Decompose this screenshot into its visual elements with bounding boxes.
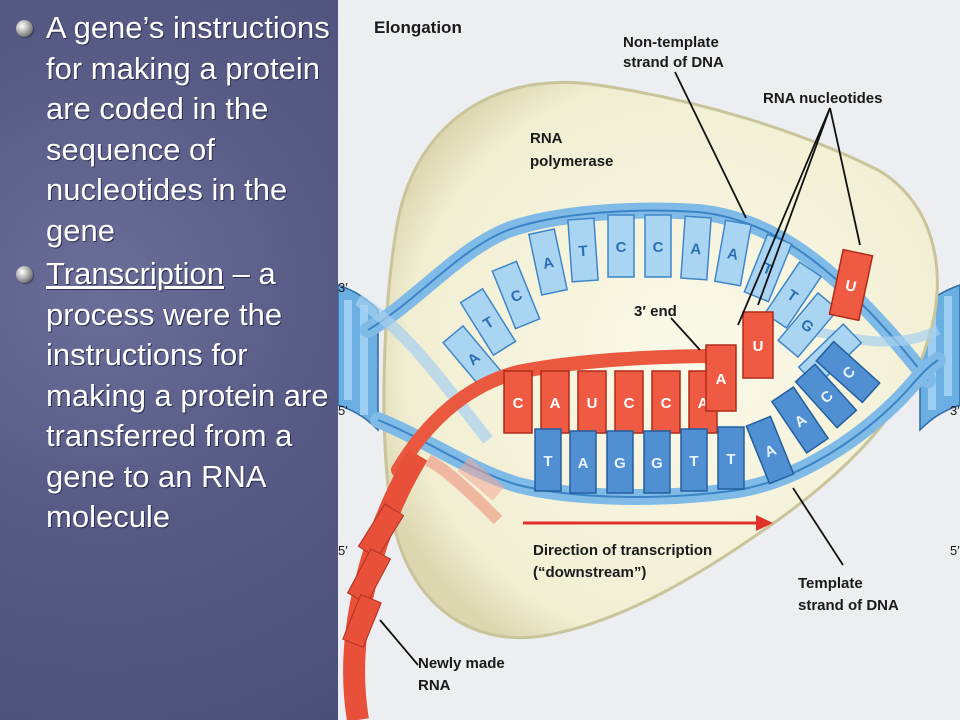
slide-text-panel: A gene’s instructions for making a prote… [0, 0, 338, 720]
rna-base-tile: C [614, 370, 644, 434]
dna-base-tile: C [491, 260, 541, 330]
bullet-text: A gene’s instructions for making a prote… [46, 10, 330, 248]
non-template-backbone-outline [367, 209, 929, 381]
end-label-5-right: 5′ [950, 543, 960, 558]
base-letter: A [541, 254, 555, 273]
base-letter: G [651, 455, 663, 472]
template-base-tile: G [606, 430, 634, 494]
direction-label: Direction of transcription [533, 542, 712, 559]
template-base-tile: G [643, 430, 671, 494]
non-template-bases: ATCATCCAATTGG [442, 214, 863, 392]
base-letter: U [587, 395, 598, 412]
base-letter: A [698, 395, 709, 412]
template-base-tile: C [815, 340, 881, 404]
base-letter: C [653, 239, 664, 256]
base-letter: U [753, 338, 764, 355]
template-base-tile: A [745, 415, 795, 485]
end-label-3-left: 3′ [338, 280, 348, 295]
newly-made-rna-label: Newly made [418, 655, 505, 672]
template-base-tile: A [569, 430, 597, 494]
free-rna-nucleotide: U [742, 311, 774, 379]
base-letter: C [661, 395, 672, 412]
faded-rna-strand [425, 454, 505, 525]
diagram-title: Elongation [374, 18, 462, 37]
base-letter: A [550, 395, 561, 412]
template-base-tile: A [770, 385, 830, 455]
base-letter: G [614, 455, 626, 472]
bullet-text: – a process were the instructions for ma… [46, 256, 329, 534]
base-letter: C [616, 239, 627, 256]
template-label: Template [798, 575, 863, 592]
rna-nucleotides-label: RNA nucleotides [763, 90, 882, 107]
dna-base-tile: G [777, 291, 839, 359]
base-letter: A [716, 371, 727, 388]
dna-crossing-strand [354, 294, 493, 444]
rna-tail-bases [342, 503, 405, 649]
base-letter: C [513, 395, 524, 412]
dna-base-tile: A [713, 219, 753, 287]
rna-base-tile: A [540, 370, 570, 434]
free-rna-nucleotides: A U U [705, 248, 874, 412]
dna-crossing-strand-right [807, 325, 941, 347]
base-letter: C [624, 395, 635, 412]
leader-lines [379, 71, 861, 666]
three-prime-end-label: 3′ end [634, 303, 677, 320]
free-rna-nucleotide: A [705, 344, 737, 412]
base-letter: U [844, 277, 858, 296]
bullet-sphere-icon [16, 266, 33, 283]
dna-base-tile: C [607, 214, 635, 278]
template-base-tile: T [534, 428, 562, 492]
rna-polymerase-label: RNA [530, 130, 563, 147]
end-label-5-left: 5′ [338, 403, 348, 418]
dna-base-tile: T [459, 287, 517, 357]
dna-base-tile: A [680, 215, 712, 281]
base-letter: A [578, 455, 589, 472]
rna-base-tile: C [651, 370, 681, 434]
end-label-3-right: 3′ [950, 403, 960, 418]
template-base-tile: C [794, 363, 858, 429]
dna-base-tile: A [527, 228, 569, 296]
dna-base-tile: T [763, 260, 823, 330]
transcription-term: Transcription [46, 256, 225, 291]
base-letter: A [690, 241, 702, 259]
non-template-label: Non-template [623, 34, 719, 51]
rna-base-tile: C [503, 370, 533, 434]
non-template-label-2: strand of DNA [623, 54, 724, 71]
end-label-5-left-rna: 5′ [338, 543, 348, 558]
base-letter: A [726, 245, 740, 264]
bullet-sphere-icon [16, 20, 33, 37]
free-rna-nucleotide: U [828, 248, 874, 322]
rna-base-tile: U [577, 370, 607, 434]
dna-base-tile: C [644, 214, 672, 278]
bullet-list: A gene’s instructions for making a prote… [14, 8, 330, 538]
dna-base-tile: T [567, 217, 599, 283]
base-letter: T [578, 243, 588, 261]
bullet-gene-instructions: A gene’s instructions for making a prote… [14, 8, 330, 251]
template-base-tile: T [680, 428, 708, 492]
base-letter: T [726, 451, 735, 468]
rna-polymerase-label-2: polymerase [530, 153, 613, 170]
base-letter: T [543, 453, 552, 470]
bullet-transcription-definition: Transcription – a process were the instr… [14, 254, 330, 538]
template-label-2: strand of DNA [798, 597, 899, 614]
base-letter: T [689, 453, 698, 470]
template-base-tile: T [717, 426, 745, 490]
direction-label-2: (“downstream”) [533, 564, 646, 581]
newly-made-rna-label-2: RNA [418, 677, 451, 694]
direction-arrow [523, 515, 773, 531]
